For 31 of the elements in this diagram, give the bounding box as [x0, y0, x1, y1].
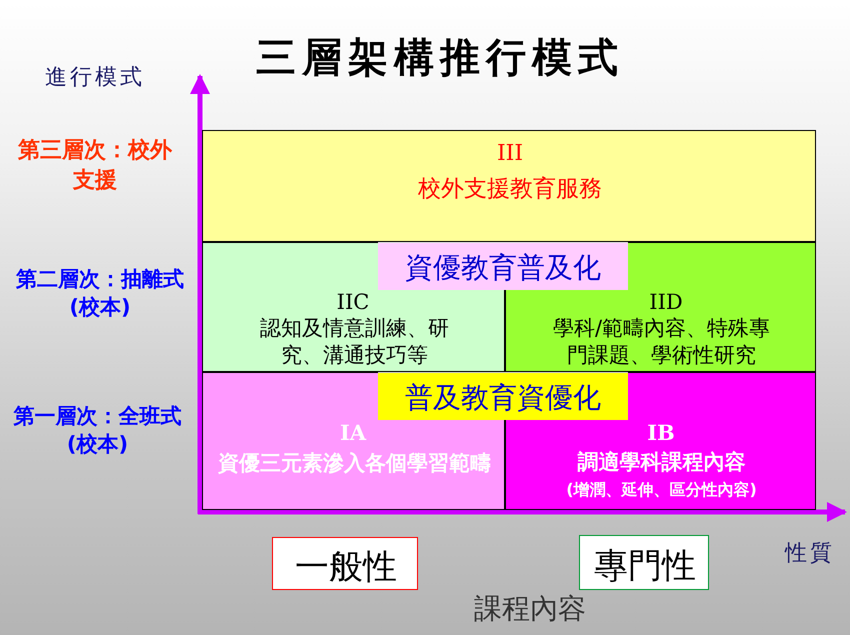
section-code: IIC — [336, 290, 370, 314]
banner — [378, 243, 628, 290]
axis-title: 性質 — [784, 540, 836, 568]
banner — [378, 373, 628, 420]
section-text: 資優教育普及化 — [404, 250, 602, 286]
section-text: (增潤、延伸、區分性內容) — [565, 480, 758, 501]
tier-label: 第二層次：抽離式(校本) — [15, 266, 185, 321]
section-text: 一般性 — [294, 546, 398, 589]
section-text: 資優三元素滲入各個學習範疇 — [217, 450, 492, 477]
title: 三層架構推行模式 — [255, 33, 625, 83]
quadrant-box — [505, 420, 816, 510]
quadrant-box — [202, 420, 505, 510]
tier-label: 第一層次：全班式(校本) — [12, 403, 182, 458]
section-text: 調適學科課程內容 — [576, 449, 746, 476]
section-code: III — [496, 141, 524, 166]
section-text: 校外支援教育服務 — [417, 175, 603, 204]
quadrant-box — [505, 290, 816, 372]
category-box — [272, 537, 418, 590]
category-box — [579, 535, 709, 590]
section-text: 普及教育資優化 — [404, 380, 602, 416]
quadrant-box — [202, 290, 505, 372]
axis-title: 課程內容 — [473, 591, 587, 627]
section-text: 專門性 — [593, 545, 697, 588]
section-text: 學科/範疇內容、特殊專門課題、學術性研究 — [552, 315, 772, 370]
section-code: IID — [648, 290, 684, 314]
section-text: 認知及情意訓練、研究、溝通技巧等 — [259, 315, 450, 370]
tier-box — [202, 130, 816, 242]
axis-title: 進行模式 — [44, 64, 146, 92]
section-code: IA — [338, 420, 368, 445]
section-code: IB — [646, 420, 676, 445]
tier-label: 第三層次：校外支援 — [17, 137, 173, 195]
